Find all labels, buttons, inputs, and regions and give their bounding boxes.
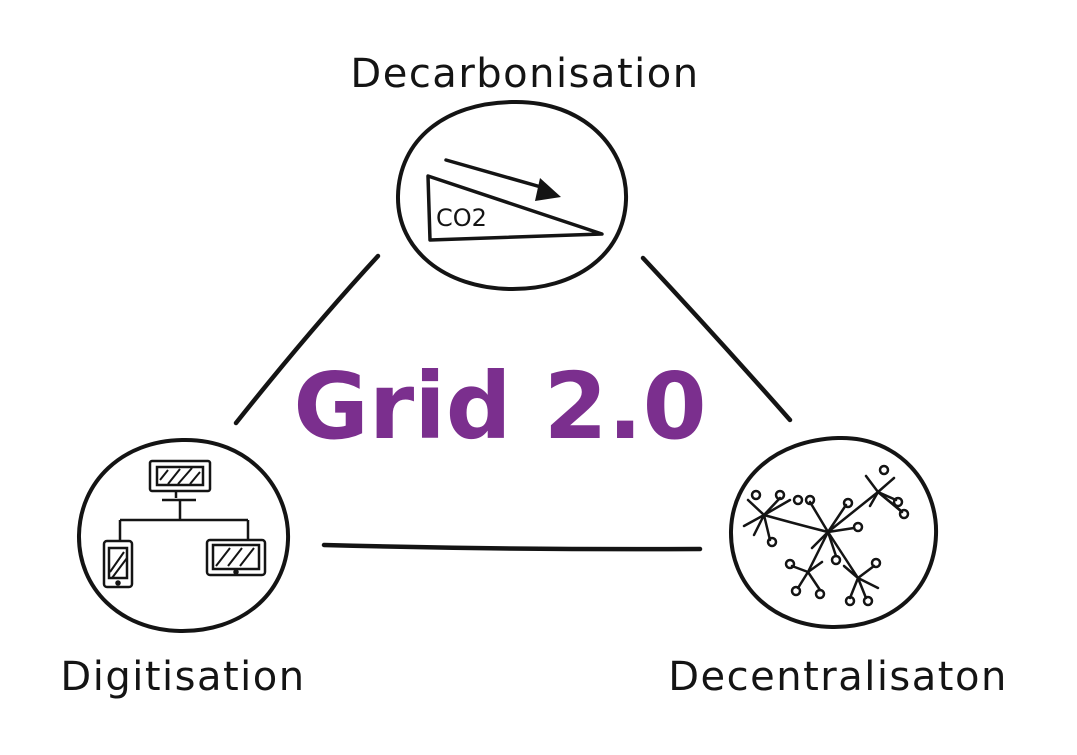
distributed-network-icon — [742, 464, 910, 607]
co2-reduction-icon: CO2 — [426, 158, 604, 242]
node-label-decentralisation: Decentralisaton — [668, 654, 1008, 700]
node-digitisation: Digitisation — [60, 437, 305, 700]
edge-decarbonisation-decentralisation — [640, 255, 793, 423]
computer-network-icon — [102, 459, 267, 589]
edge-decarbonisation-digitisation — [233, 253, 381, 426]
node-decentralisation: Decentralisaton — [668, 435, 1008, 700]
edges — [233, 253, 793, 552]
node-circle-digitisation — [76, 437, 291, 634]
node-decarbonisation: Decarbonisation CO2 — [350, 51, 699, 292]
node-label-decarbonisation: Decarbonisation — [350, 51, 699, 97]
node-label-digitisation: Digitisation — [60, 654, 305, 700]
node-circle-decentralisation — [728, 435, 939, 630]
node-circle-decarbonisation — [395, 99, 629, 292]
edge-digitisation-decentralisation — [321, 542, 703, 552]
center-title: Grid 2.0 — [293, 353, 706, 460]
co2-label: CO2 — [436, 204, 487, 232]
